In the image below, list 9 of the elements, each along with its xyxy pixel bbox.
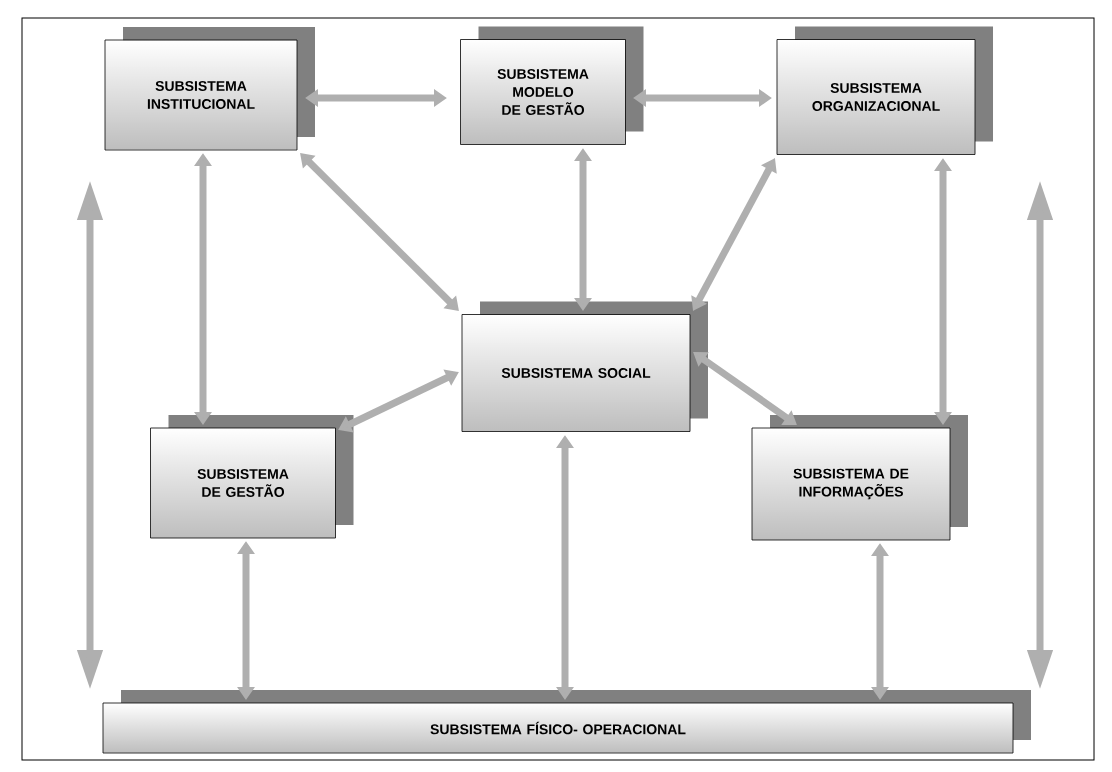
subsystem-box: SUBSISTEMA ORGANIZACIONAL [776,26,993,155]
double-arrow [300,153,459,311]
subsystem-box: SUBSISTEMA MODELO DE GESTÃO [460,26,644,145]
subsystem-box: SUBSISTEMA FÍSICO- OPERACIONAL [102,690,1031,754]
subsystem-box: SUBSISTEMA DE GESTÃO [150,415,354,539]
double-arrow [693,352,797,425]
subsystem-box: SUBSISTEMA INSTITUCIONAL [104,27,315,151]
subsystem-box: SUBSISTEMA SOCIAL [461,301,708,432]
subsystem-box: SUBSISTEMA DE INFORMAÇÕES [751,415,968,541]
